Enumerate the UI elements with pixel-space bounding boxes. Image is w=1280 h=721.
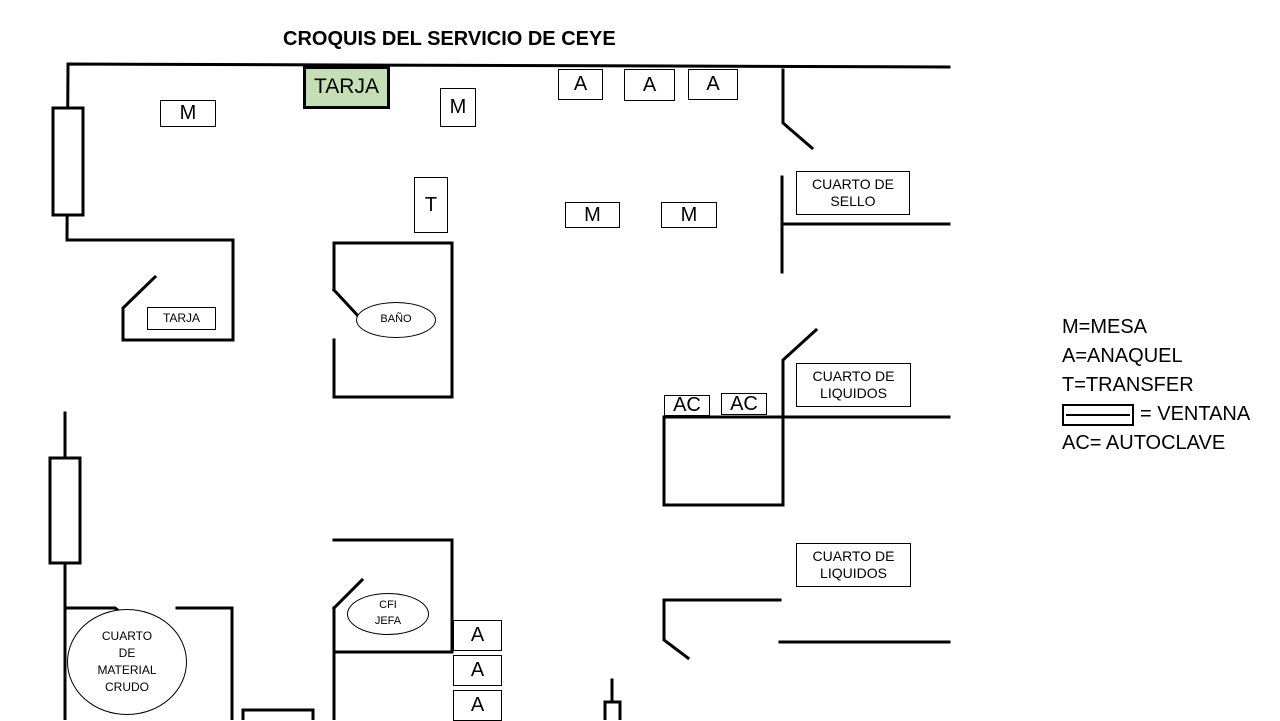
cuarto-material-oval: CUARTO DE MATERIAL CRUDO — [67, 609, 187, 715]
mesa-box: M — [440, 88, 476, 127]
liquidos-door — [662, 327, 951, 507]
bottom-box — [241, 708, 315, 720]
legend: M=MESA A=ANAQUEL T=TRANSFER = VENTANA AC… — [1062, 313, 1250, 458]
cuarto-liquidos-box: CUARTO DE LIQUIDOS — [796, 543, 911, 587]
anaquel-box: A — [624, 69, 675, 101]
anaquel-box: A — [558, 69, 603, 100]
bano-oval: BAÑO — [356, 302, 436, 338]
cfi-room-wall — [332, 538, 454, 720]
mesa-box: M — [565, 202, 620, 228]
anaquel-box: A — [688, 69, 738, 100]
anaquel-box: A — [453, 655, 502, 686]
bathroom-door — [331, 287, 363, 321]
mesa-box: M — [160, 100, 216, 127]
sello-door — [781, 68, 815, 151]
mesa-box: M — [661, 202, 717, 228]
window-bottom-left — [48, 456, 82, 565]
tarja-room-door — [121, 274, 158, 342]
autoclave-box: AC — [664, 394, 710, 416]
sello-wall — [780, 175, 951, 274]
tarja-small-box: TARJA — [147, 307, 216, 330]
liquidos2-wall — [662, 598, 951, 661]
cuarto-liquidos-box: CUARTO DE LIQUIDOS — [796, 363, 911, 407]
cfi-door — [331, 577, 365, 611]
window-bottom — [603, 700, 622, 720]
autoclave-box: AC — [721, 393, 767, 415]
legend-autoclave: AC= AUTOCLAVE — [1062, 432, 1226, 454]
cfi-jefa-oval: CFI JEFA — [347, 593, 429, 635]
window-top-left — [51, 106, 85, 217]
legend-mesa: M=MESA — [1062, 316, 1148, 338]
top-wall — [65, 62, 951, 342]
legend-anaquel: A=ANAQUEL — [1062, 345, 1183, 367]
tarja-sink: TARJA — [303, 66, 390, 109]
page-title: CROQUIS DEL SERVICIO DE CEYE — [283, 28, 616, 50]
legend-ventana-row: = VENTANA — [1062, 400, 1250, 429]
bathroom-wall — [332, 241, 454, 399]
cuarto-sello-box: CUARTO DE SELLO — [796, 171, 910, 215]
legend-transfer: T=TRANSFER — [1062, 374, 1194, 396]
anaquel-box: A — [453, 690, 502, 721]
transfer-box: T — [414, 177, 448, 233]
legend-ventana: = VENTANA — [1140, 403, 1251, 425]
window-symbol-icon — [1062, 403, 1134, 426]
anaquel-box: A — [453, 620, 502, 651]
